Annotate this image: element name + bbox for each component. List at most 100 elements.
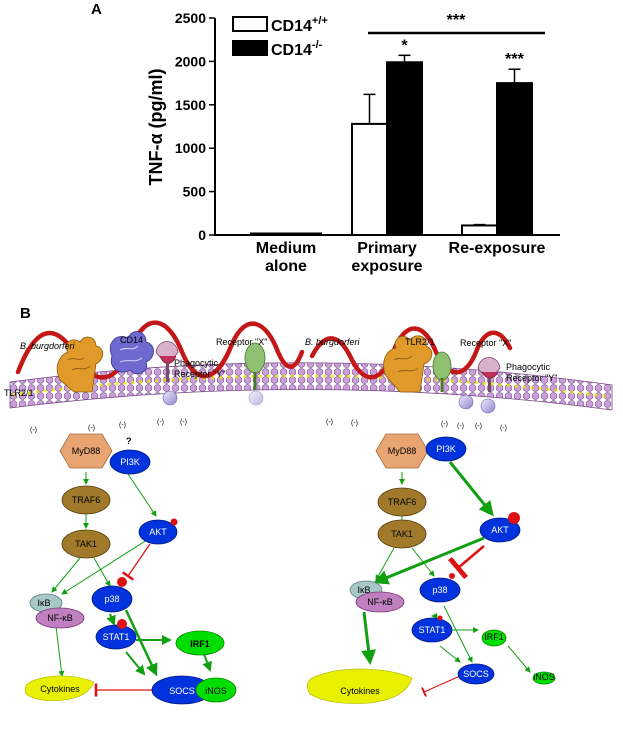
- left-receptor-x-label: Receptor "X": [216, 337, 267, 347]
- right-tlr-label: TLR2/1: [405, 337, 435, 347]
- borrelia-right: [309, 326, 513, 380]
- svg-text:TAK1: TAK1: [391, 529, 413, 539]
- legend-swatch: [232, 40, 268, 56]
- question-mark: ?: [126, 436, 132, 446]
- left-node-tak1: TAK1: [61, 529, 111, 559]
- x-category-label: alone: [265, 258, 307, 275]
- left-node-pi3k: PI3K: [109, 449, 151, 475]
- left-node-inos: iNOS: [195, 677, 237, 703]
- svg-text:NF-κB: NF-κB: [47, 613, 73, 623]
- svg-text:IκB: IκB: [357, 585, 370, 595]
- svg-text:TAK1: TAK1: [75, 539, 97, 549]
- right-node-tak1: TAK1: [377, 519, 427, 549]
- svg-text:(-): (-): [88, 425, 95, 432]
- legend-label: CD14+/+: [271, 15, 328, 35]
- svg-text:(-): (-): [180, 419, 187, 426]
- svg-text:(-): (-): [475, 423, 482, 430]
- y-tick-label: 2000: [175, 53, 206, 69]
- significance-reexposure: ***: [505, 51, 524, 68]
- svg-text:MyD88: MyD88: [72, 446, 101, 456]
- bar: [351, 122, 388, 236]
- svg-text:iNOS: iNOS: [205, 686, 227, 696]
- left-node-nfkb: NF-κB: [35, 607, 85, 629]
- y-tick-label: 2500: [175, 10, 206, 26]
- legend-label: CD14-/-: [271, 39, 323, 59]
- left-pathway-arrows: [51, 472, 212, 697]
- receptor-x-left: [244, 342, 266, 390]
- y-axis-label: TNF-α (pg/ml): [146, 68, 166, 185]
- svg-text:NF-κB: NF-κB: [367, 597, 393, 607]
- svg-text:PI3K: PI3K: [120, 457, 140, 467]
- svg-text:Cytokines: Cytokines: [40, 684, 80, 694]
- left-node-myd88: MyD88: [59, 433, 113, 469]
- cd14-left-receptor: [109, 331, 154, 375]
- legend-swatch: [232, 16, 268, 32]
- y-tick-label: 0: [198, 227, 206, 243]
- right-node-inos: iNOS: [532, 671, 556, 685]
- right-node-socs: SOCS: [457, 663, 495, 685]
- svg-text:p38: p38: [104, 594, 119, 604]
- svg-text:PI3K: PI3K: [436, 444, 456, 454]
- left-tlr-label: TLR2/1: [4, 388, 34, 398]
- right-bacterium-label: B. burgdorferi: [305, 337, 361, 347]
- y-tick-label: 1000: [175, 140, 206, 156]
- right-node-irf1: IRF1: [481, 629, 507, 647]
- right-node-cytokines: Cytokines: [306, 668, 413, 704]
- svg-text:(-): (-): [457, 423, 464, 430]
- right-node-pi3k: PI3K: [425, 436, 467, 462]
- left-node-akt: AKT: [138, 518, 178, 545]
- charge-marks: (-) (-) (-) (-) (-) (-) (-) (-) (-) (-) …: [30, 419, 507, 434]
- left-phago-label-1: Phagocytic: [174, 358, 219, 368]
- significance-primary: *: [401, 37, 408, 54]
- left-phago-label-2: Receptor "Y": [174, 369, 225, 379]
- svg-text:(-): (-): [30, 427, 37, 434]
- right-node-nfkb: NF-κB: [355, 591, 405, 613]
- svg-text:STAT1: STAT1: [419, 625, 446, 635]
- membrane-vesicles-left: [162, 390, 264, 406]
- left-node-p38: p38: [91, 577, 133, 613]
- right-pathway-arrows: [361, 461, 531, 697]
- panel-b-letter: B: [20, 305, 31, 322]
- svg-text:AKT: AKT: [149, 527, 167, 537]
- x-category-label: Re-exposure: [449, 240, 546, 257]
- y-tick-label: 1500: [175, 97, 206, 113]
- right-phago-label-2: Receptor "Y": [506, 373, 557, 383]
- svg-text:(-): (-): [351, 420, 358, 427]
- left-node-traf6: TRAF6: [61, 485, 111, 515]
- svg-text:(-): (-): [326, 419, 333, 426]
- x-category-label: Primary: [357, 240, 417, 257]
- left-node-irf1: IRF1: [175, 630, 225, 656]
- right-receptor-x-label: Receptor "X": [460, 338, 511, 348]
- svg-text:STAT1: STAT1: [103, 632, 130, 642]
- svg-text:IκB: IκB: [37, 598, 50, 608]
- x-category-label: exposure: [351, 258, 422, 275]
- bar: [496, 82, 533, 236]
- right-node-myd88: MyD88: [375, 433, 429, 469]
- bar: [250, 232, 287, 236]
- svg-text:IRF1: IRF1: [190, 639, 210, 649]
- cell-membrane: [9, 362, 613, 411]
- right-node-p38: p38: [419, 573, 461, 603]
- x-category-label: Medium: [256, 240, 316, 257]
- svg-text:Cytokines: Cytokines: [340, 686, 380, 696]
- right-node-traf6: TRAF6: [377, 487, 427, 517]
- left-node-stat1: STAT1: [95, 619, 137, 650]
- left-bacterium-label: B. burgdorferi: [20, 341, 76, 351]
- svg-text:TRAF6: TRAF6: [72, 495, 101, 505]
- svg-text:(-): (-): [500, 425, 507, 432]
- svg-text:SOCS: SOCS: [169, 686, 195, 696]
- receptor-x-right: [432, 351, 452, 392]
- bar: [386, 61, 423, 236]
- significance-bracket-label: ***: [447, 12, 466, 29]
- tlr21-left-receptor: [56, 336, 104, 393]
- y-tick-label: 500: [183, 184, 207, 200]
- membrane-vesicles-right: [458, 394, 496, 414]
- svg-text:iNOS: iNOS: [533, 672, 555, 682]
- svg-text:(-): (-): [119, 422, 126, 429]
- right-phago-label-1: Phagocytic: [506, 362, 551, 372]
- svg-text:(-): (-): [441, 421, 448, 428]
- svg-text:IRF1: IRF1: [484, 632, 504, 642]
- bar: [461, 224, 498, 236]
